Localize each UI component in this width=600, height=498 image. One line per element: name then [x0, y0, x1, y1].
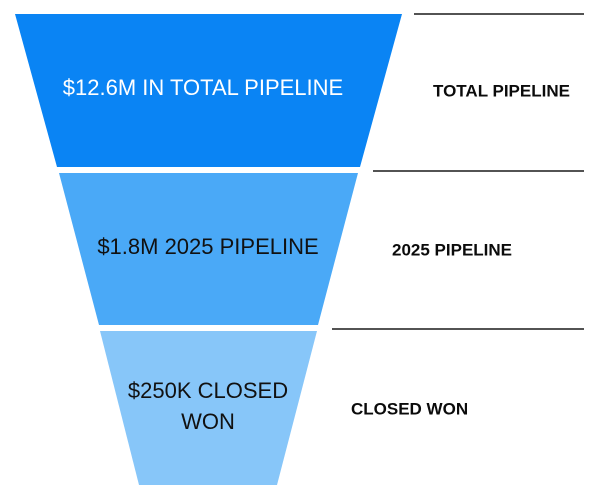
funnel-stage-total-pipeline: $12.6M IN TOTAL PIPELINE TOTAL PIPELINE [15, 13, 584, 167]
stage-value-closed-won-line-1: $250K CLOSED [128, 378, 288, 403]
side-label-2025-pipeline: 2025 PIPELINE [392, 240, 512, 259]
stage-value-2025-pipeline: $1.8M 2025 PIPELINE [97, 234, 318, 259]
stage-value-closed-won-line-2: WON [181, 409, 235, 434]
side-label-total-pipeline: TOTAL PIPELINE [433, 81, 570, 100]
funnel-stage-closed-won: $250K CLOSED WON CLOSED WON [100, 328, 584, 485]
stage-value-total-pipeline: $12.6M IN TOTAL PIPELINE [63, 75, 343, 100]
side-label-closed-won: CLOSED WON [351, 399, 468, 418]
funnel-stage-2025-pipeline: $1.8M 2025 PIPELINE 2025 PIPELINE [59, 170, 584, 325]
funnel-segment-total-pipeline [15, 14, 402, 167]
funnel-segment-2025-pipeline [59, 173, 358, 325]
funnel-segment-closed-won [100, 331, 317, 485]
